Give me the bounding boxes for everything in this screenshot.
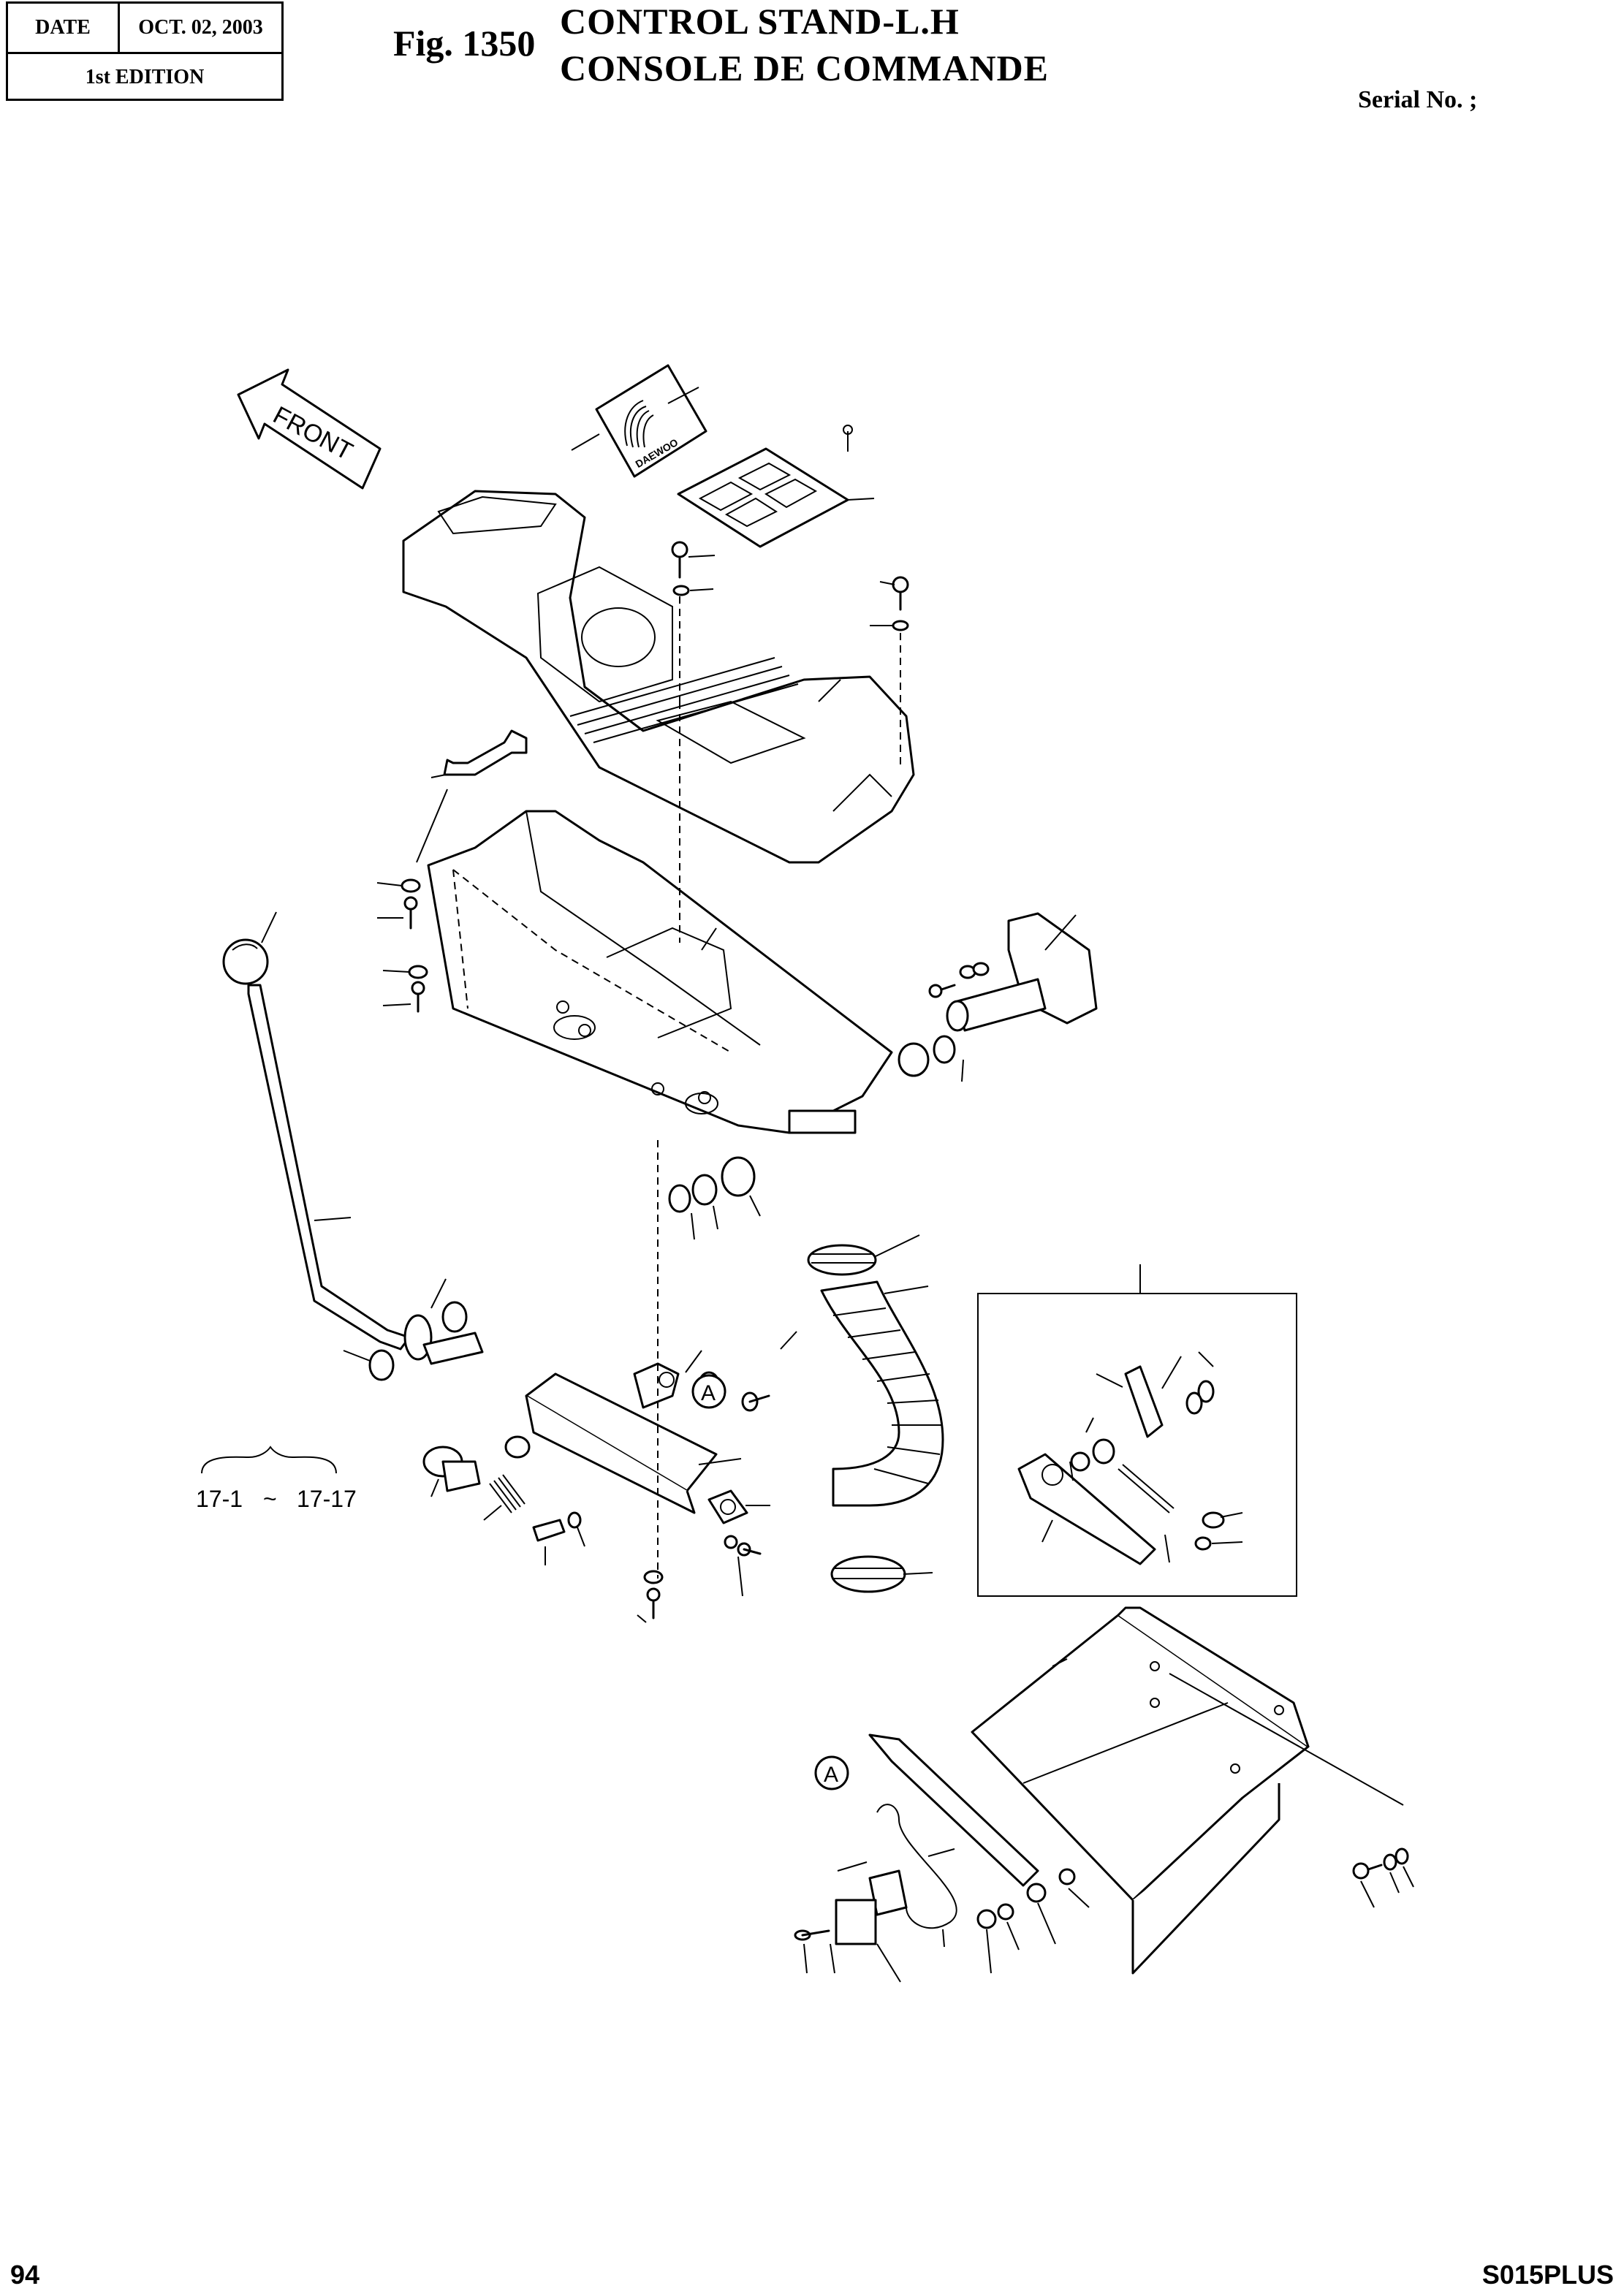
mounting-bracket bbox=[971, 1606, 1404, 1975]
right-bolts bbox=[1352, 1847, 1409, 1880]
latch-detail bbox=[977, 1264, 1297, 1597]
callout-a-lower: A bbox=[824, 1763, 838, 1787]
callout-a-upper: A bbox=[701, 1381, 716, 1405]
figure-number: Fig. 1350 bbox=[393, 23, 536, 64]
logo-decal: DAEWOO bbox=[571, 364, 707, 478]
edition-label: 1st EDITION bbox=[85, 66, 205, 88]
pivot-plate bbox=[928, 912, 1098, 1032]
console-bracket bbox=[416, 729, 528, 863]
lever-base-assembly: A bbox=[422, 1140, 770, 1619]
leader-lines bbox=[430, 914, 1414, 1983]
date-value: OCT. 02, 2003 bbox=[138, 16, 263, 39]
front-arrow: FRONT bbox=[237, 368, 382, 490]
gas-spring: A bbox=[814, 1733, 1076, 1903]
limit-switch bbox=[794, 1804, 1014, 1945]
revision-stamp: DATE OCT. 02, 2003 1st EDITION bbox=[6, 1, 284, 101]
range-end: 17-17 bbox=[297, 1486, 357, 1512]
console-cover bbox=[402, 490, 915, 864]
grille-plate bbox=[677, 425, 875, 548]
console-frame bbox=[427, 702, 893, 1134]
range-separator: ~ bbox=[263, 1486, 277, 1512]
range-bracket: 17-1 ~ 17-17 bbox=[196, 1446, 357, 1512]
stamp-row-date: DATE OCT. 02, 2003 bbox=[8, 4, 281, 54]
title-english: CONTROL STAND-L.H bbox=[560, 1, 960, 42]
page-number: 94 bbox=[10, 2260, 40, 2290]
title-french: CONSOLE DE COMMANDE bbox=[560, 48, 1050, 88]
side-fasteners bbox=[376, 878, 428, 1013]
shaft-bushings bbox=[668, 1035, 956, 1213]
hose-assembly bbox=[807, 1234, 944, 1593]
model-name: S015PLUS bbox=[1481, 2260, 1614, 2290]
serial-number-label: Serial No. ; bbox=[1358, 86, 1478, 113]
lever-rod bbox=[247, 984, 484, 1381]
date-label: DATE bbox=[8, 4, 120, 52]
top-fasteners bbox=[671, 541, 909, 767]
range-start: 17-1 bbox=[196, 1486, 243, 1512]
lever-knob bbox=[222, 911, 277, 985]
